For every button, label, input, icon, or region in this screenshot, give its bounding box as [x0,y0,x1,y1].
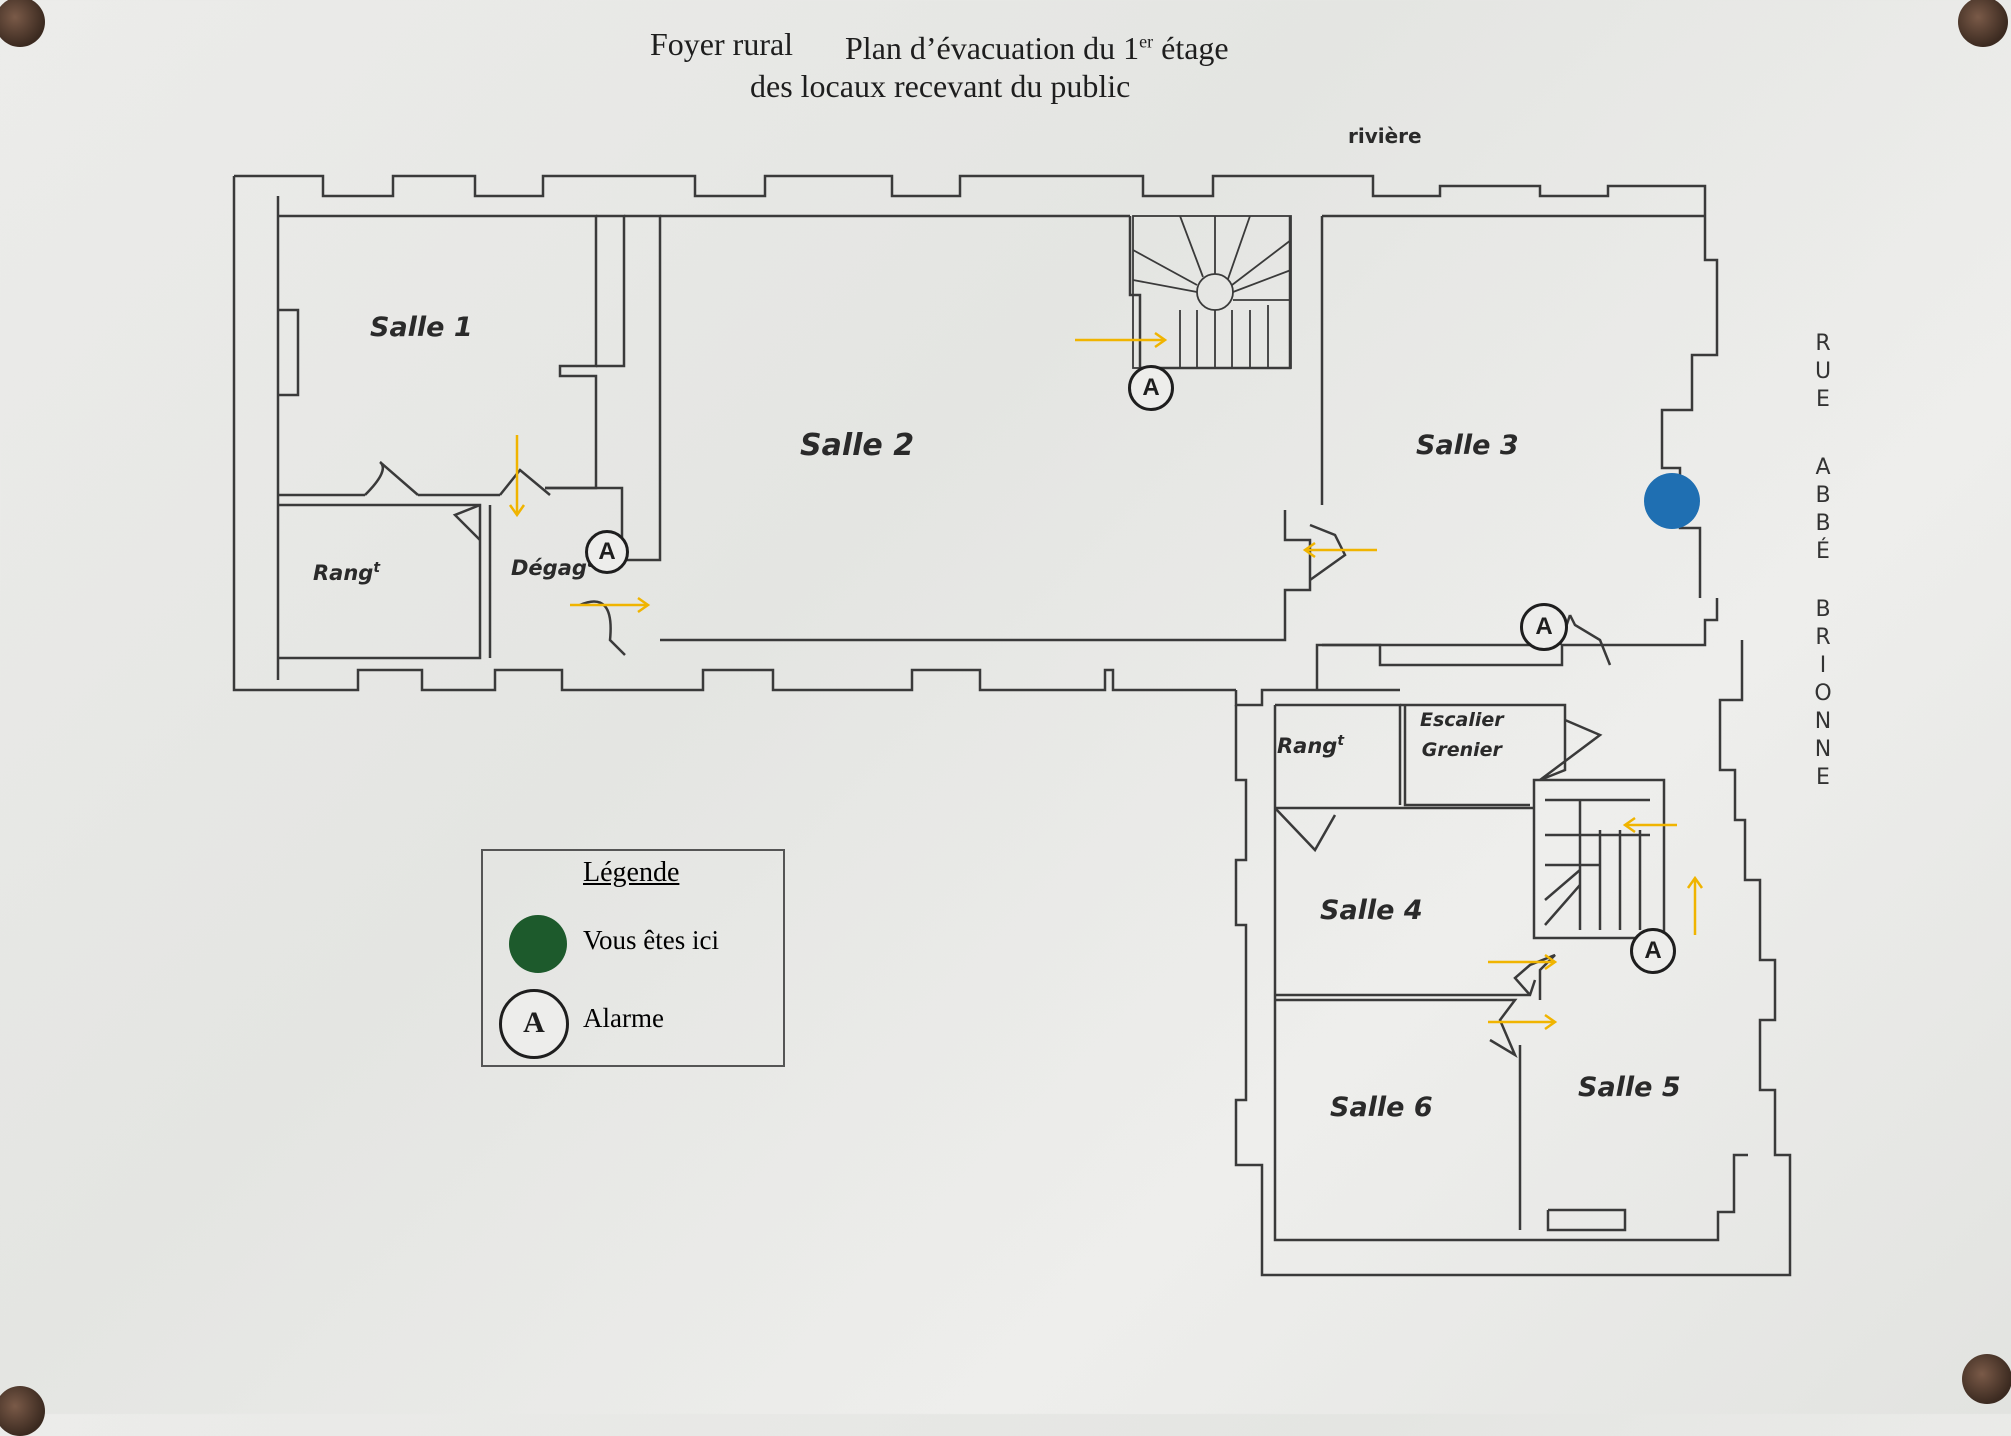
corner-screw-top-right [1958,0,2008,47]
corner-screw-top-left [0,0,45,47]
label-river: rivière [1348,124,1422,148]
corner-screw-bottom-right [1962,1354,2011,1404]
room-salle2-walls [660,214,1347,642]
title-plan: Plan d’évacuation du 1er étage [845,30,1229,67]
legend-you-are-here-label: Vous êtes ici [583,925,719,955]
room-label-salle1: Salle 1 [370,312,473,343]
exit-arrows [508,331,1704,1031]
staircase-top [1132,215,1292,369]
legend-you-are-here-icon [509,915,567,973]
alarm-marker-salle3: A [1520,603,1568,651]
alarm-marker-stairs: A [1128,365,1174,411]
room-label-rangt-left: Rangt [313,560,381,585]
legend-alarm-label: Alarme [583,1003,664,1033]
room-label-escalier-grenier: Escalier Grenier [1420,709,1504,761]
title-plan-end: étage [1153,30,1229,66]
lower-rooms-walls [1274,703,1666,1232]
room-salle1-walls [278,214,626,497]
room-rangt-left-walls [278,214,662,660]
alarm-marker-salle5: A [1630,928,1676,974]
title-building: Foyer rural [650,26,794,62]
title-plan-text: Plan d’évacuation du 1 [845,30,1140,66]
room-label-salle6: Salle 6 [1330,1092,1433,1123]
legend-alarm-icon: A [499,989,569,1059]
outer-walls [232,174,1792,1277]
alarm-marker-degagt: A [585,530,629,574]
room-label-salle3: Salle 3 [1416,430,1519,461]
you-are-here-marker [1644,473,1700,529]
room-label-salle2: Salle 2 [800,428,915,463]
room-label-rangt-right: Rangt [1277,733,1345,758]
legend-title: Légende [583,857,680,888]
room-label-degagt: Dégagt [511,555,594,580]
room-label-salle4: Salle 4 [1320,895,1423,926]
title-subtitle: des locaux recevant du public [750,68,1131,104]
title-plan-sup: er [1139,31,1154,52]
legend-box: Légende Vous êtes ici A Alarme [481,849,785,1067]
room-label-salle5: Salle 5 [1578,1072,1681,1103]
